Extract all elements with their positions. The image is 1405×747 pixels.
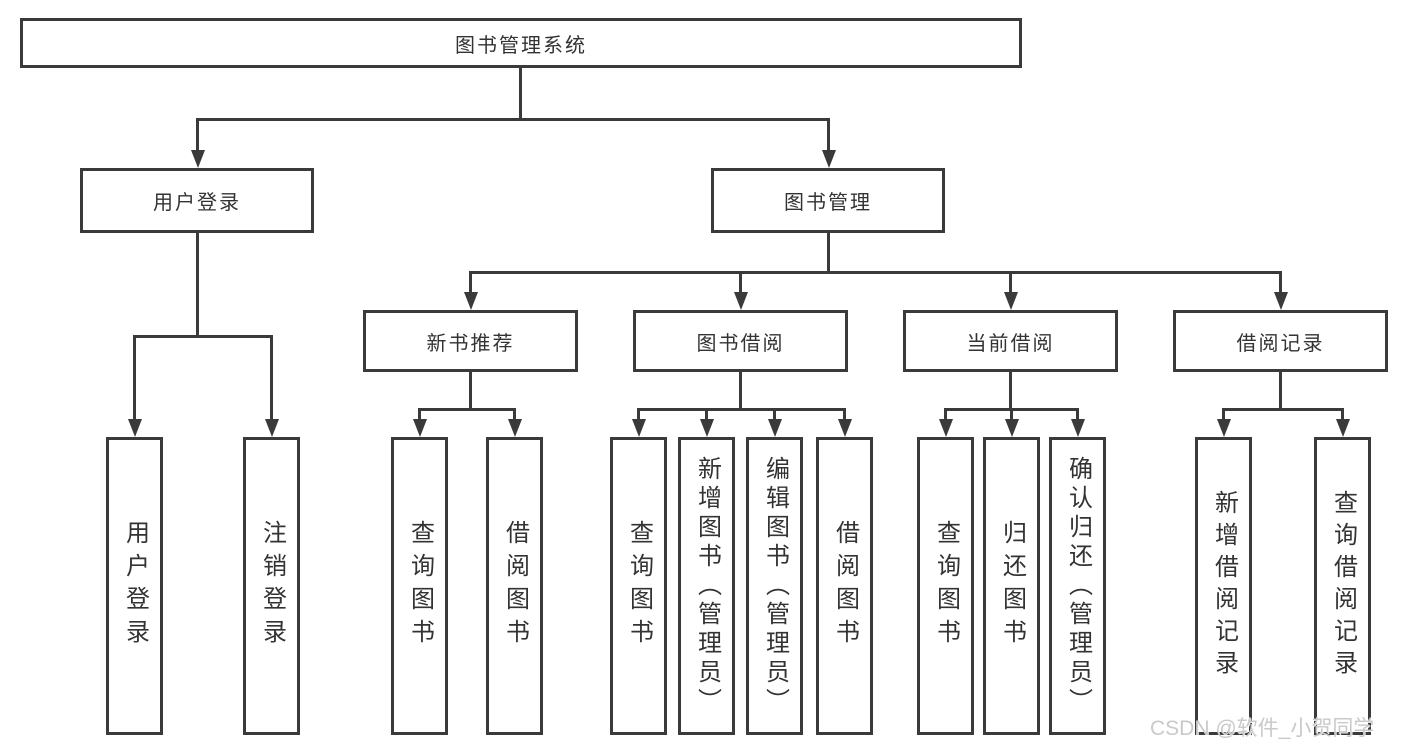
leaf-borrow-borrow-books-label: 借阅图书	[831, 520, 859, 652]
leaf-edit-books-admin-label: 编辑图书（管理员）	[761, 455, 789, 717]
connector-line	[469, 271, 472, 294]
leaf-newbooks-query-books-label: 查询图书	[406, 520, 434, 652]
connector-line	[1222, 408, 1344, 411]
arrow-down-icon	[1216, 419, 1231, 437]
connector-line	[1076, 408, 1079, 421]
connector-line	[133, 335, 273, 338]
leaf-current-query-books: 查询图书	[917, 437, 974, 735]
leaf-borrow-query-books: 查询图书	[610, 437, 667, 735]
connector-line	[196, 233, 199, 337]
arrow-down-icon	[821, 150, 836, 168]
leaf-confirm-return-admin-label: 确认归还（管理员）	[1064, 455, 1092, 717]
arrow-down-icon	[1004, 419, 1019, 437]
leaf-edit-books-admin: 编辑图书（管理员）	[746, 437, 803, 735]
leaf-add-books-admin: 新增图书（管理员）	[678, 437, 735, 735]
connector-line	[843, 408, 846, 421]
connector-line	[944, 408, 947, 421]
connector-line	[469, 271, 1282, 274]
arrow-down-icon	[190, 150, 205, 168]
node-user-login: 用户登录	[80, 168, 314, 233]
connector-line	[1341, 408, 1344, 421]
connector-line	[773, 408, 776, 421]
connector-line	[1010, 408, 1013, 421]
leaf-user-login-label: 用户登录	[121, 520, 149, 652]
connector-line	[1009, 372, 1012, 411]
leaf-add-borrow-record: 新增借阅记录	[1195, 437, 1252, 735]
connector-line	[418, 408, 421, 421]
arrow-down-icon	[631, 419, 646, 437]
arrow-down-icon	[733, 292, 748, 310]
leaf-logout: 注销登录	[243, 437, 300, 735]
connector-line	[469, 372, 472, 411]
csdn-watermark: CSDN @软件_小贺同学	[1150, 717, 1375, 740]
leaf-return-books-label: 归还图书	[998, 520, 1026, 652]
connector-line	[513, 408, 516, 421]
node-book-borrow: 图书借阅	[633, 310, 848, 372]
arrow-down-icon	[127, 419, 142, 437]
connector-line	[827, 233, 830, 274]
arrow-down-icon	[264, 419, 279, 437]
leaf-borrow-query-books-label: 查询图书	[625, 520, 653, 652]
leaf-newbooks-query-books: 查询图书	[391, 437, 448, 735]
connector-line	[1222, 408, 1225, 421]
connector-line	[827, 118, 830, 151]
connector-line	[1279, 372, 1282, 411]
leaf-newbooks-borrow-books: 借阅图书	[486, 437, 543, 735]
leaf-newbooks-borrow-books-label: 借阅图书	[501, 520, 529, 652]
arrow-down-icon	[699, 419, 714, 437]
node-current-borrow: 当前借阅	[903, 310, 1118, 372]
arrow-down-icon	[463, 292, 478, 310]
connector-line	[637, 408, 640, 421]
node-root: 图书管理系统	[20, 18, 1022, 68]
leaf-user-login: 用户登录	[106, 437, 163, 735]
arrow-down-icon	[507, 419, 522, 437]
connector-line	[1279, 271, 1282, 294]
arrow-down-icon	[1003, 292, 1018, 310]
connector-line	[705, 408, 708, 421]
arrow-down-icon	[837, 419, 852, 437]
arrow-down-icon	[938, 419, 953, 437]
node-new-book-recommend: 新书推荐	[363, 310, 578, 372]
arrow-down-icon	[767, 419, 782, 437]
leaf-borrow-borrow-books: 借阅图书	[816, 437, 873, 735]
connector-line	[637, 408, 846, 411]
leaf-query-borrow-record-label: 查询借阅记录	[1329, 490, 1357, 682]
connector-line	[519, 68, 522, 121]
leaf-add-books-admin-label: 新增图书（管理员）	[693, 455, 721, 717]
leaf-return-books: 归还图书	[983, 437, 1040, 735]
connector-line	[196, 118, 199, 151]
leaf-confirm-return-admin: 确认归还（管理员）	[1049, 437, 1106, 735]
arrow-down-icon	[1335, 419, 1350, 437]
leaf-query-borrow-record: 查询借阅记录	[1314, 437, 1371, 735]
leaf-add-borrow-record-label: 新增借阅记录	[1210, 490, 1238, 682]
connector-line	[739, 372, 742, 411]
arrow-down-icon	[1070, 419, 1085, 437]
arrow-down-icon	[1273, 292, 1288, 310]
node-book-management: 图书管理	[711, 168, 945, 233]
connector-line	[270, 335, 273, 421]
connector-line	[1009, 271, 1012, 294]
connector-line	[739, 271, 742, 294]
leaf-current-query-books-label: 查询图书	[932, 520, 960, 652]
connector-line	[196, 118, 830, 121]
connector-line	[133, 335, 136, 421]
arrow-down-icon	[412, 419, 427, 437]
node-borrow-records: 借阅记录	[1173, 310, 1388, 372]
connector-line	[418, 408, 516, 411]
leaf-logout-label: 注销登录	[258, 520, 286, 652]
